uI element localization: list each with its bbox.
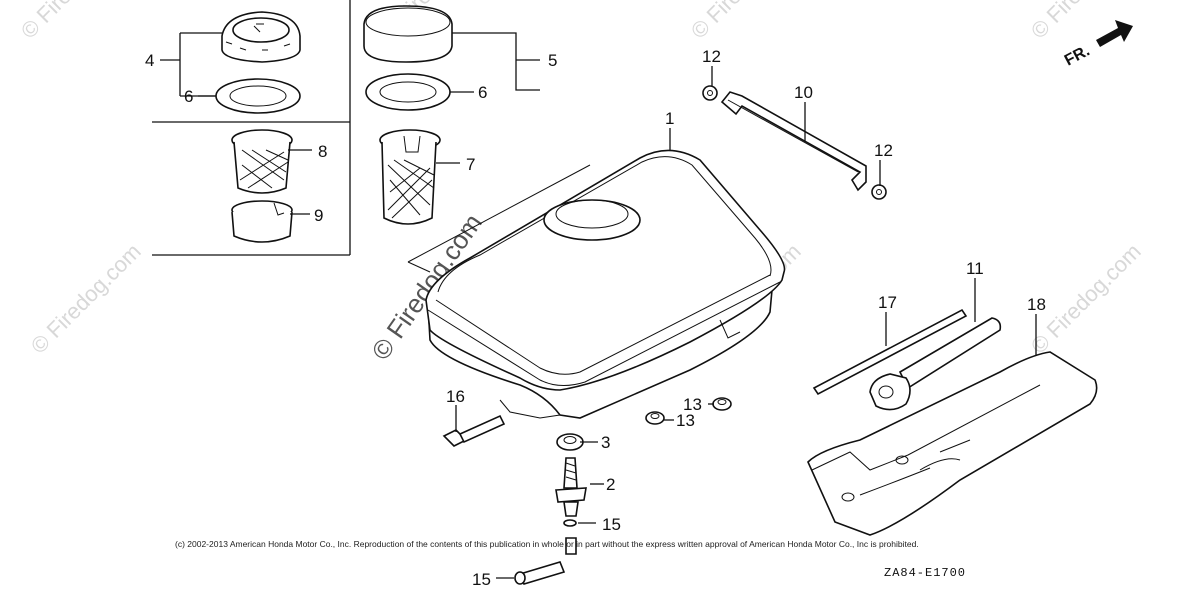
nut-right-drawing [712,397,732,411]
front-direction-indicator: FR. [1062,20,1133,70]
callout-12-right: 12 [874,141,893,160]
callouts: 1 2 3 4 5 6 6 7 8 9 10 11 12 12 13 13 15… [145,47,1046,589]
callout-17: 17 [878,293,897,312]
direction-label: FR. [1062,42,1093,69]
callout-4: 4 [145,51,154,70]
callout-6-middle: 6 [478,83,487,102]
fuel-cock-drawing [555,457,587,517]
bracket-drawing [720,91,867,192]
tool-bag-drawing [807,351,1098,536]
strainer-middle-drawing [379,129,441,225]
callout-3: 3 [601,433,610,452]
callout-15-upper: 15 [602,515,621,534]
gasket-middle-drawing [365,73,451,111]
callout-18: 18 [1027,295,1046,314]
callout-7: 7 [466,155,475,174]
front-arrow-icon [1096,20,1133,47]
watermark-top-left: © Firedog.com [16,0,136,44]
watermark-mid-left: © Firedog.com [26,239,146,359]
filler-guide-lines [407,164,591,273]
fuel-cap-left-drawing [221,11,301,63]
callout-9: 9 [314,206,323,225]
callout-2: 2 [606,475,615,494]
watermark-top-mid-right: © Firedog.com [686,0,806,44]
callout-16: 16 [446,387,465,406]
callout-10: 10 [794,83,813,102]
copyright-notice: (c) 2002-2013 American Honda Motor Co., … [175,539,919,549]
bolt-drawing [442,414,506,447]
callout-5: 5 [548,51,557,70]
leader-lines [160,32,1037,579]
strainer-left-drawing [231,129,293,194]
callout-6-left: 6 [184,87,193,106]
washer-bottom-drawing [871,184,887,200]
box-wrench-drawing [869,317,1002,411]
clip-upper-drawing [563,519,577,527]
collar-left-drawing [231,200,293,243]
cock-washer-drawing [556,433,584,451]
callout-11: 11 [966,259,984,278]
inset-frame [152,0,351,256]
fuel-cap-middle-drawing [363,5,453,63]
watermark-top-right: © Firedog.com [1026,0,1146,44]
tool-rod-drawing [812,308,968,396]
diagram-code: ZA84-E1700 [884,566,966,580]
washer-top-drawing [702,85,718,101]
fuel-tank-drawing [425,149,786,419]
callout-15-lower: 15 [472,570,491,589]
callout-13-left: 13 [676,411,695,430]
nut-left-drawing [645,411,665,425]
callout-12-top: 12 [702,47,721,66]
callout-8: 8 [318,142,327,161]
callout-1: 1 [665,109,674,128]
callout-13-right: 13 [683,395,702,414]
clip-lower-drawing [514,571,526,585]
fuel-tube-drawing [518,537,577,585]
gasket-left-drawing [215,78,301,114]
